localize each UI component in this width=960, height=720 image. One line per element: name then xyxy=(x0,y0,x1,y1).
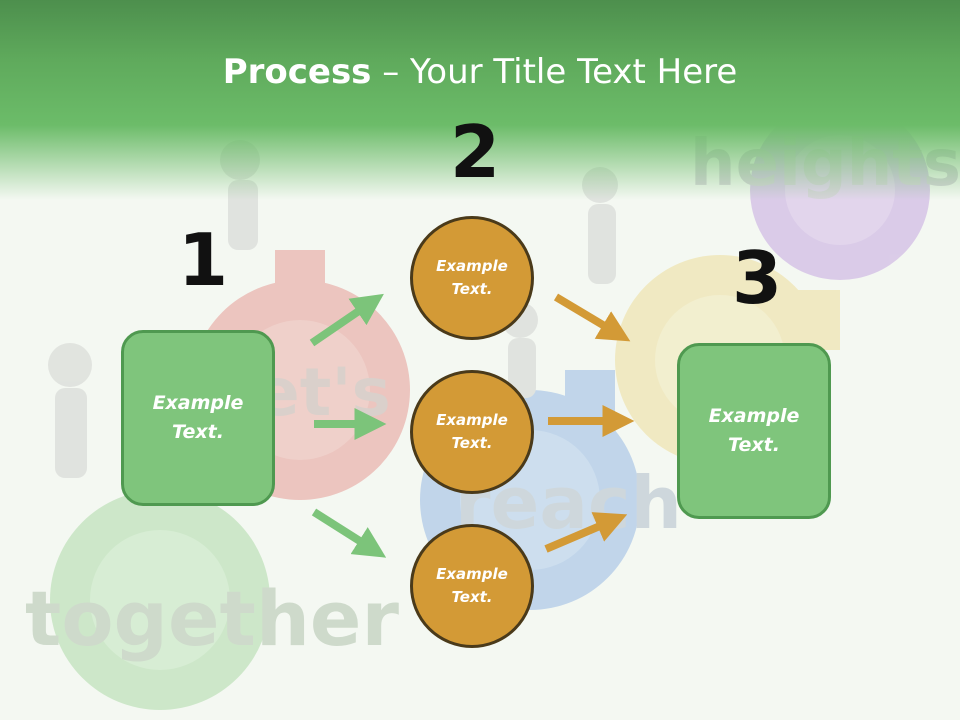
left-box-text: Example Text. xyxy=(152,392,244,443)
step-number-3: 3 xyxy=(732,236,783,320)
right-box-text: Example Text. xyxy=(708,405,800,456)
circle-text: Example Text. xyxy=(436,411,508,452)
arrow-icon xyxy=(309,293,384,347)
title-rest: – Your Title Text Here xyxy=(371,52,738,92)
step-number-2: 2 xyxy=(450,110,501,194)
title-bold: Process xyxy=(222,52,372,92)
circle-text: Example Text. xyxy=(436,257,508,298)
arrow-icon xyxy=(553,293,631,342)
page-title: Process – Your Title Text Here xyxy=(0,52,960,92)
arrow-icon xyxy=(544,512,628,553)
step-number-1: 1 xyxy=(178,218,229,302)
circle-node-2: Example Text. xyxy=(410,370,534,494)
arrow-icon xyxy=(311,508,387,558)
left-text-box: Example Text. xyxy=(121,330,275,506)
circle-node-3: Example Text. xyxy=(410,524,534,648)
background-word: together xyxy=(25,574,399,663)
gear-icon xyxy=(50,490,270,710)
header-bar xyxy=(0,0,960,200)
right-text-box: Example Text. xyxy=(677,343,831,519)
circle-text: Example Text. xyxy=(436,565,508,606)
circle-node-1: Example Text. xyxy=(410,216,534,340)
